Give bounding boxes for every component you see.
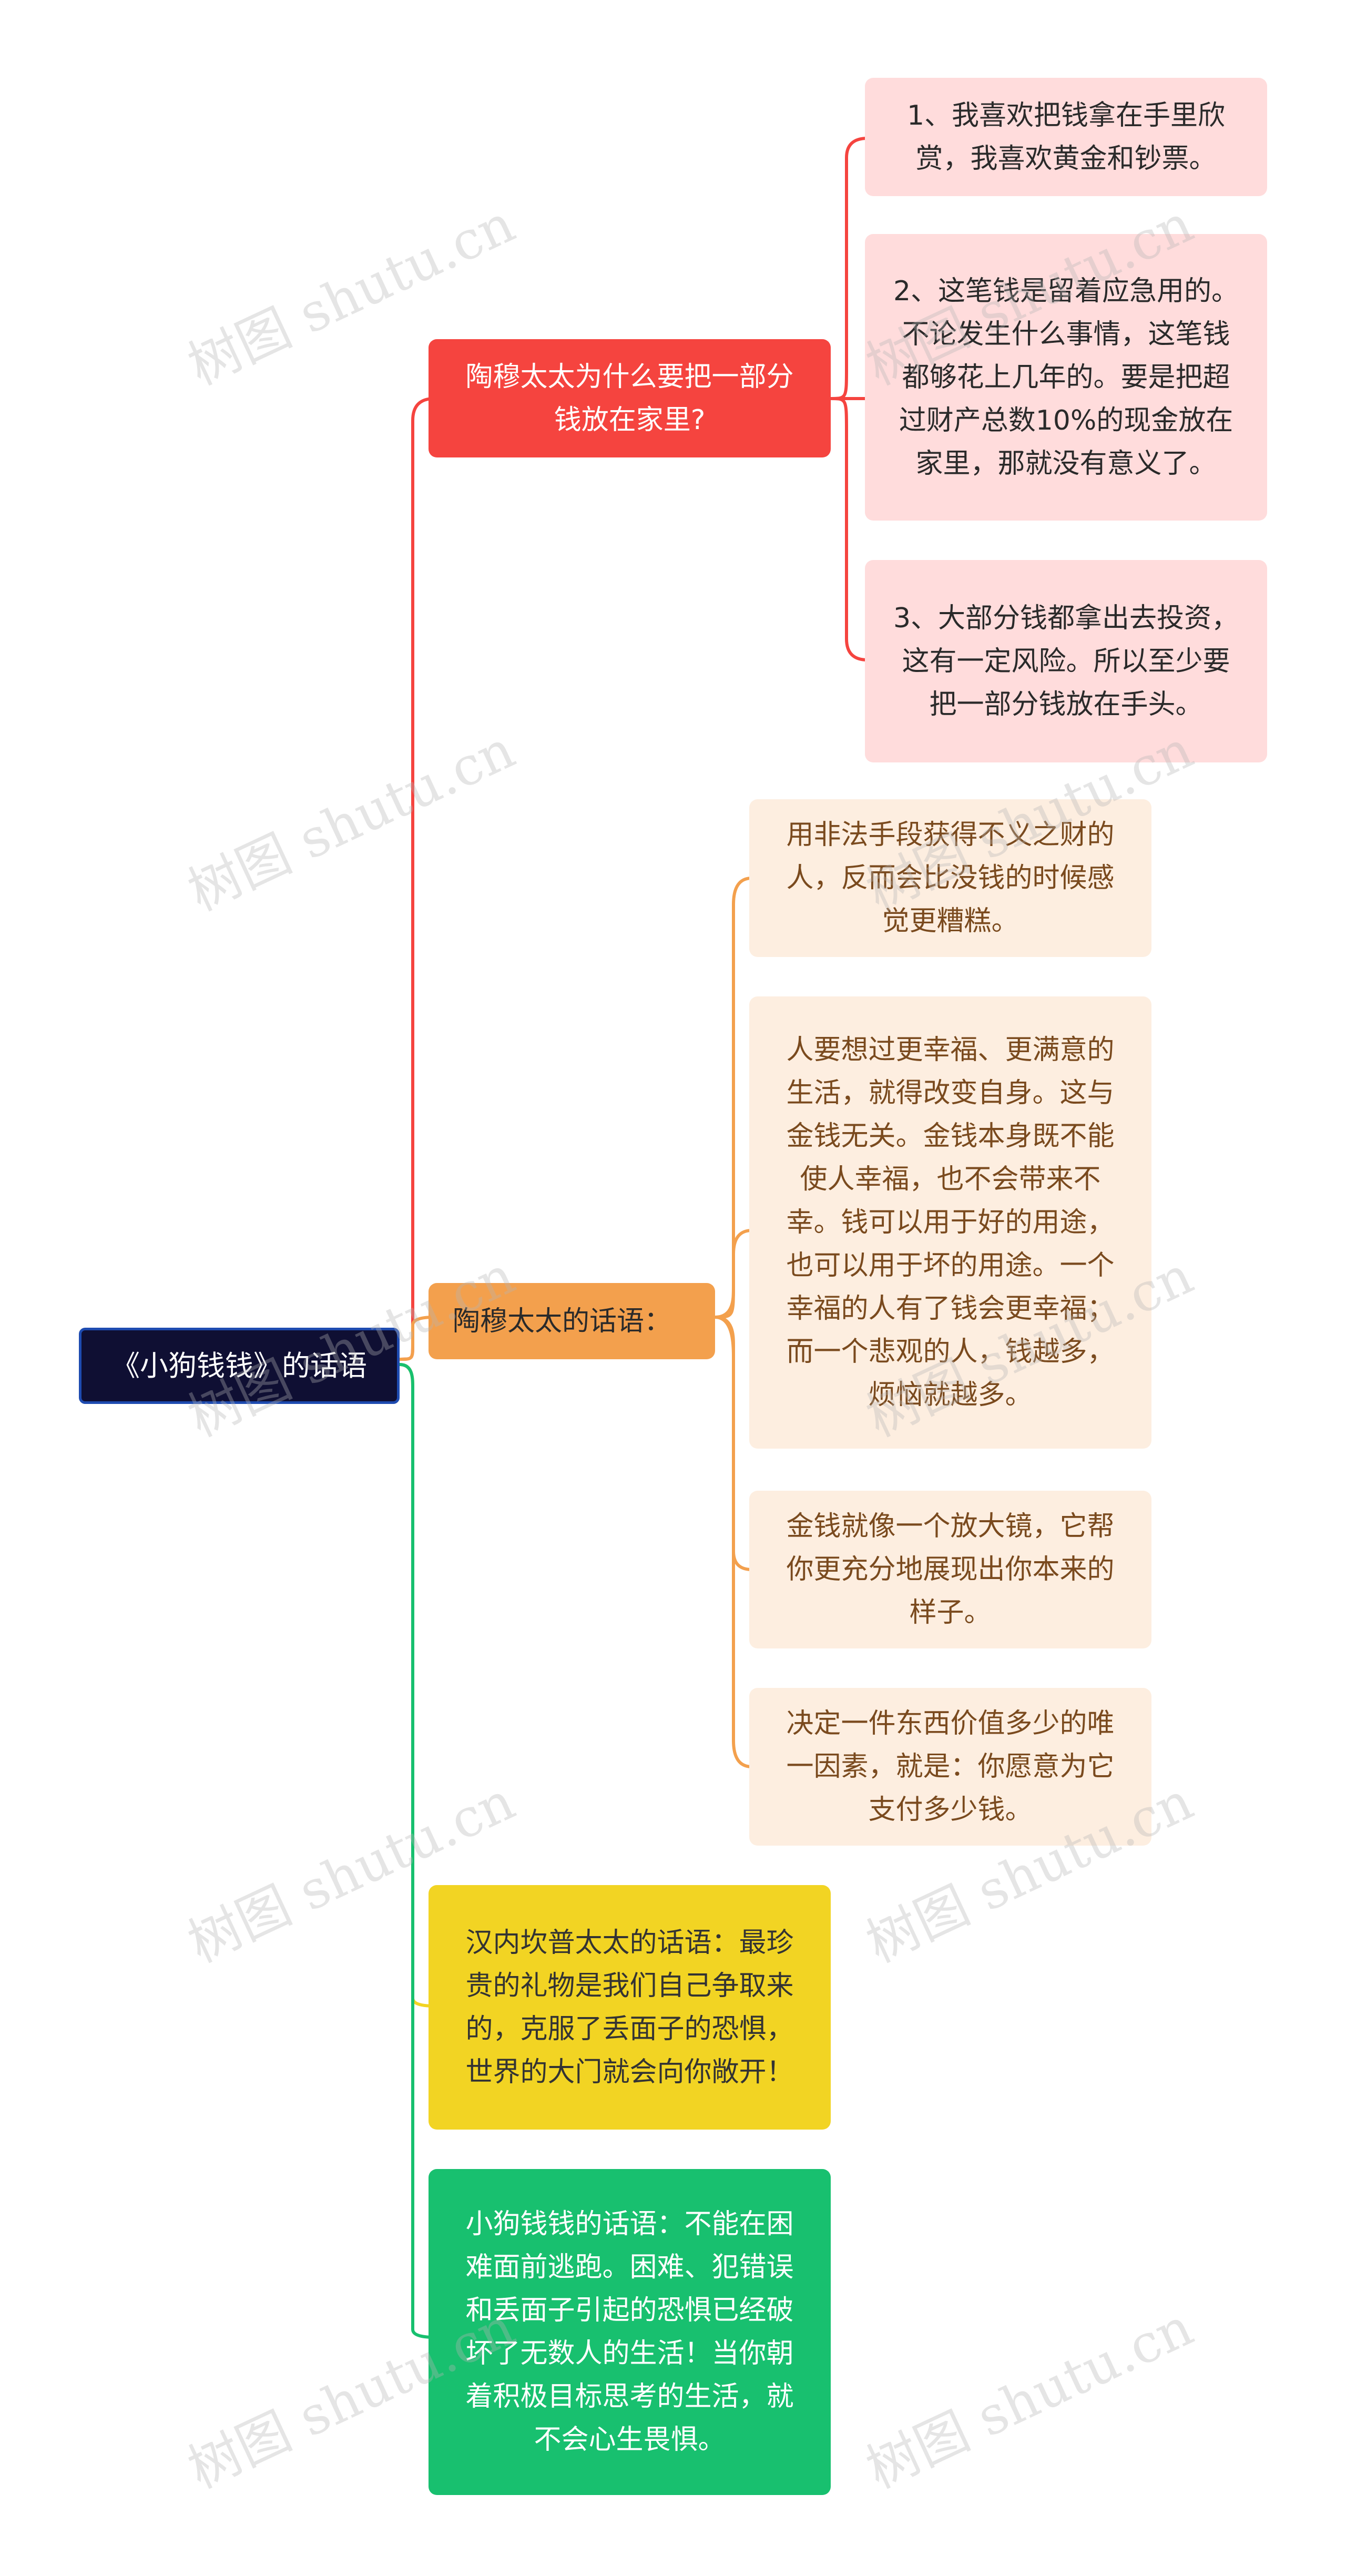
leaf-text: 人要想过更幸福、更满意的生活，就得改变自身。这与金钱无关。金钱本身既不能使人幸福… bbox=[786, 1034, 1115, 1411]
leaf-node-reason-3[interactable]: 3、大部分钱都拿出去投资，这有一定风险。所以至少要把一部分钱放在手头。 bbox=[865, 560, 1267, 762]
trunk-red bbox=[399, 397, 435, 1361]
root-node[interactable]: 《小狗钱钱》的话语 bbox=[79, 1328, 400, 1404]
branch-label: 小狗钱钱的话语：不能在困难面前逃跑。困难、犯错误和丢面子引起的恐惧已经破坏了无数… bbox=[465, 2208, 794, 2456]
orange-link-4 bbox=[715, 1316, 752, 1768]
leaf-text: 3、大部分钱都拿出去投资，这有一定风险。所以至少要把一部分钱放在手头。 bbox=[893, 602, 1239, 720]
leaf-node-reason-2[interactable]: 2、这笔钱是留着应急用的。不论发生什么事情，这笔钱都够花上几年的。要是把超过财产… bbox=[865, 234, 1267, 521]
orange-link-1 bbox=[715, 877, 752, 1319]
root-label: 《小狗钱钱》的话语 bbox=[111, 1349, 367, 1382]
branch-node-why-cash-at-home[interactable]: 陶穆太太为什么要把一部分钱放在家里? bbox=[429, 339, 831, 457]
orange-link-3 bbox=[715, 1316, 752, 1571]
watermark: 树图 shutu.cn bbox=[857, 2296, 1202, 2500]
branch-label: 汉内坎普太太的话语：最珍贵的礼物是我们自己争取来的，克服了丢面子的恐惧，世界的大… bbox=[465, 1927, 794, 2088]
leaf-node-quote-4[interactable]: 决定一件东西价值多少的唯一因素，就是：你愿意为它支付多少钱。 bbox=[749, 1688, 1151, 1846]
branch-label: 陶穆太太为什么要把一部分钱放在家里? bbox=[465, 361, 794, 436]
branch-label: 陶穆太太的话语： bbox=[453, 1305, 672, 1337]
leaf-node-quote-3[interactable]: 金钱就像一个放大镜，它帮你更充分地展现出你本来的样子。 bbox=[749, 1491, 1151, 1648]
leaf-text: 2、这笔钱是留着应急用的。不论发生什么事情，这笔钱都够花上几年的。要是把超过财产… bbox=[893, 275, 1239, 480]
leaf-text: 用非法手段获得不义之财的人，反而会比没钱的时候感觉更糟糕。 bbox=[786, 819, 1115, 937]
leaf-text: 决定一件东西价值多少的唯一因素，就是：你愿意为它支付多少钱。 bbox=[786, 1708, 1115, 1826]
red-link-1 bbox=[830, 137, 868, 400]
branch-node-mrs-hannekamp-words[interactable]: 汉内坎普太太的话语：最珍贵的礼物是我们自己争取来的，克服了丢面子的恐惧，世界的大… bbox=[429, 1885, 831, 2130]
orange-link-2 bbox=[715, 1229, 752, 1319]
branch-node-money-dog-words[interactable]: 小狗钱钱的话语：不能在困难面前逃跑。困难、犯错误和丢面子引起的恐惧已经破坏了无数… bbox=[429, 2169, 831, 2495]
watermark: 树图 shutu.cn bbox=[179, 718, 524, 923]
leaf-node-reason-1[interactable]: 1、我喜欢把钱拿在手里欣赏，我喜欢黄金和钞票。 bbox=[865, 78, 1267, 196]
red-link-3 bbox=[830, 397, 868, 661]
branch-node-mrs-taumu-words[interactable]: 陶穆太太的话语： bbox=[429, 1283, 715, 1359]
leaf-text: 金钱就像一个放大镜，它帮你更充分地展现出你本来的样子。 bbox=[786, 1511, 1115, 1628]
leaf-node-quote-2[interactable]: 人要想过更幸福、更满意的生活，就得改变自身。这与金钱无关。金钱本身既不能使人幸福… bbox=[749, 996, 1151, 1449]
leaf-node-quote-1[interactable]: 用非法手段获得不义之财的人，反而会比没钱的时候感觉更糟糕。 bbox=[749, 799, 1151, 957]
leaf-text: 1、我喜欢把钱拿在手里欣赏，我喜欢黄金和钞票。 bbox=[906, 99, 1226, 175]
